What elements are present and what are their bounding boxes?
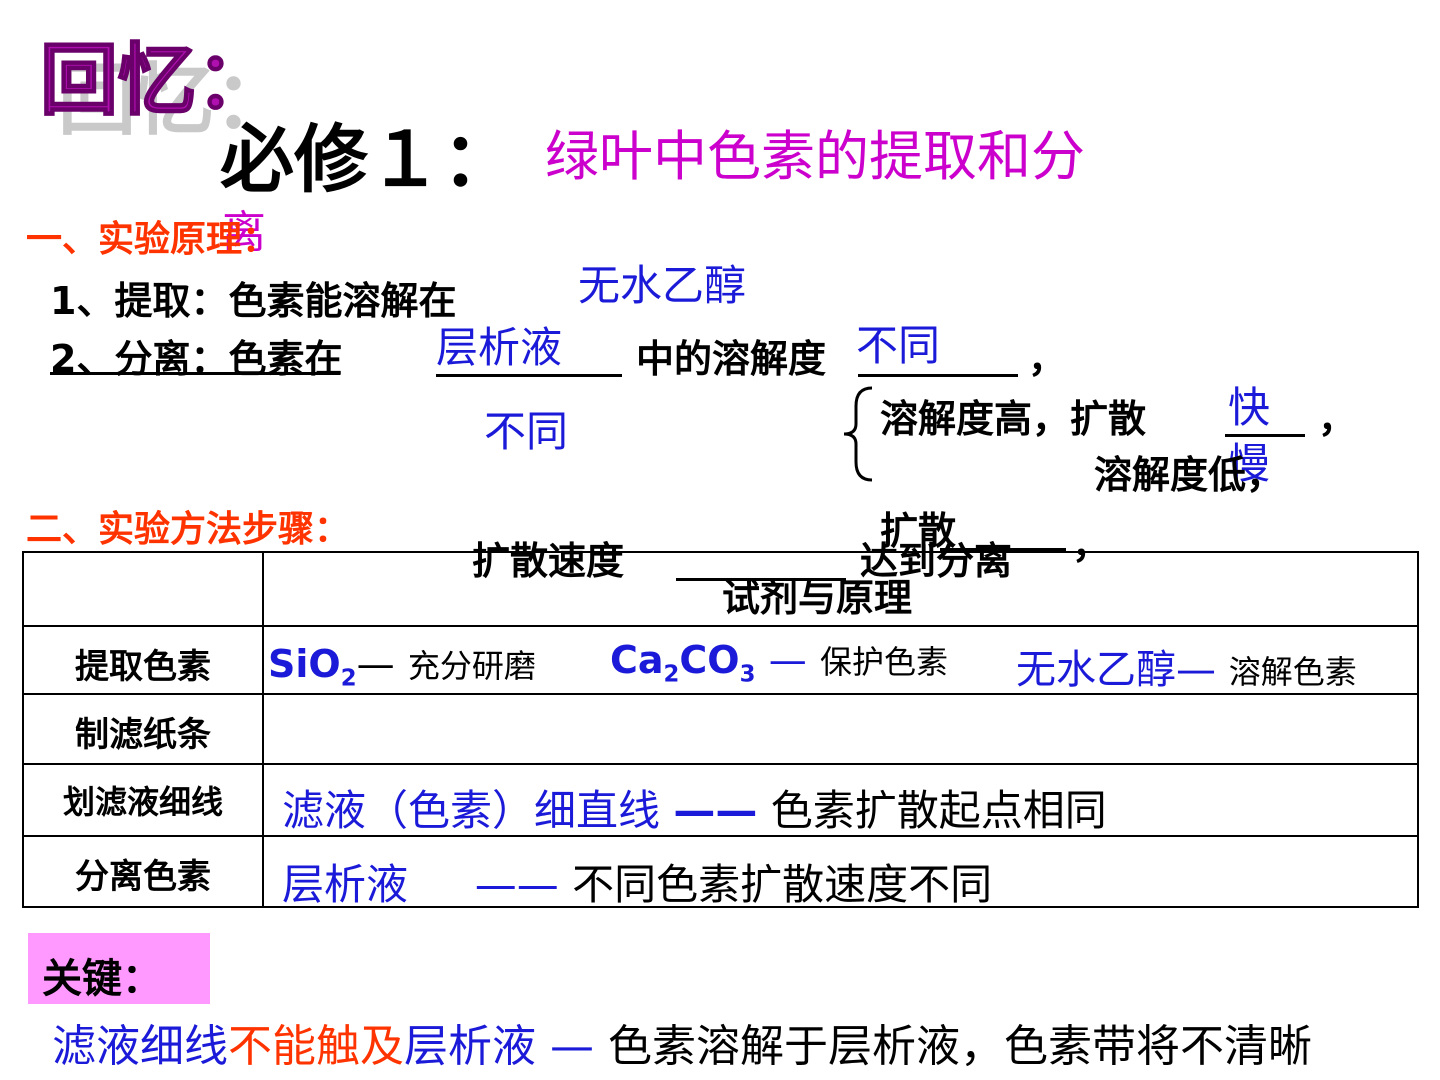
solubility-text: 中的溶解度 [636,337,827,381]
row-label-filter-paper: 制滤纸条 [75,715,211,755]
extract-answer: 无水乙醇 [578,261,747,310]
ethanol-reagent: 无水乙醇— 溶解色素 [1016,647,1357,693]
table-row: 提取色素 SiO2— 充分研磨 Ca2CO3 — 保护色素 无水乙醇— 溶解色素 [24,625,1417,695]
table-row: 制滤纸条 [24,693,1417,765]
comma-2: ， [1318,397,1357,441]
caco3-reagent: Ca2CO3 — 保护色素 [610,638,948,688]
key-label: 关键： [42,956,162,1002]
high-solubility-text: 溶解度高，扩散 [880,397,1147,441]
brace-icon [843,386,873,482]
low-solubility-text: 溶解度低， [1094,453,1285,497]
table-header: 试剂与原理 [722,576,913,620]
topic-heading: 绿叶中色素的提取和分 [545,125,1085,188]
extract-principle: 1、提取：色素能溶解在 [50,279,457,323]
blank-underline-3 [1225,434,1305,437]
separate-answer-solvent: 层析液 [436,323,563,372]
separate-content: 层析液 —— 不同色素扩散速度不同 [282,860,993,909]
steps-table: 试剂与原理 提取色素 SiO2— 充分研磨 Ca2CO3 — 保护色素 无水乙醇… [22,551,1419,910]
comma-1: ， [1028,337,1067,381]
comma-3: ， [1072,523,1111,567]
separate-underline [50,372,340,375]
key-statement: 滤液细线不能触及层析液 — 色素溶解于层析液，色素带将不清晰 [52,1021,1312,1072]
blank-underline-4 [676,578,846,581]
section1-heading: 一、实验原理： [26,219,279,260]
blank-underline-1 [436,374,622,377]
course-heading: 必修１： [220,117,516,203]
row-label-draw-line: 划滤液细线 [62,783,223,821]
topic-heading-overflow: 离 [222,207,266,258]
fast-answer: 快 [1228,383,1271,432]
solubility-answer: 不同 [856,321,941,370]
section2-heading: 二、实验方法步骤： [26,509,351,550]
diffusion-word: 扩散 [880,509,957,553]
row-label-separate: 分离色素 [75,857,211,897]
slow-answer: 慢 [1228,439,1271,488]
column-divider [262,553,264,906]
key-highlight-box [28,933,210,1004]
blank-underline-5 [940,548,1066,551]
recall-title: 回忆： [39,35,275,127]
diffusion-speed-text: 扩散速度 [472,539,625,583]
reach-separation-text: 达到分离 [860,539,1013,583]
blank-underline-2 [858,374,1018,377]
diffusion-answer: 不同 [484,407,569,456]
table-row: 划滤液细线 滤液（色素）细直线 —— 色素扩散起点相同 [24,763,1417,837]
sio2-reagent: SiO2— 充分研磨 [268,642,536,692]
draw-line-content: 滤液（色素）细直线 —— 色素扩散起点相同 [282,786,1107,835]
row-label-extract: 提取色素 [75,647,211,687]
recall-title-shadow: 回忆： [58,56,293,146]
table-row: 分离色素 层析液 —— 不同色素扩散速度不同 [24,835,1417,910]
